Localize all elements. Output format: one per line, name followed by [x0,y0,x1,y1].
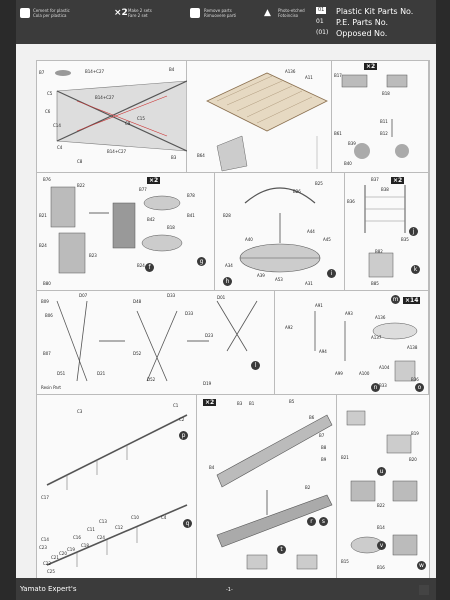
cement-icon [20,8,30,18]
deck-drawing [206,72,328,172]
pe-drawing [346,410,418,556]
panel-pe-assemblies: B19 B20 B21 B22 B14 B15 B16 u v w [337,395,429,579]
instruction-area: B7 B14+C27 C5 C6 B14+C27 C14 C15 C9 C4 B… [36,60,430,580]
step-marker: r [307,517,316,526]
parts-legend: 01 Plastic Kit Parts No. 01 P.E. Parts N… [316,7,436,40]
step-marker: p [179,431,188,440]
instruction-sheet: Cement for plastic Cola per plastica ×2 … [16,0,436,600]
header-block-3: Remove parts Rimuovere parti [204,8,237,18]
header-bar: Cement for plastic Cola per plastica ×2 … [16,0,436,44]
rails-drawing [46,414,188,567]
panel-hull-plates: ×2 B76 B21 B22 B24 B23 B80 B77 B78 B41 B… [37,173,215,291]
panel-ladders: ×2 B37 B38 B36 B35 B82 B85 j k [345,173,429,291]
legend-row: 01 Plastic Kit Parts No. [316,7,414,16]
panel-platform: B25 B26 B28 A40 A44 A45 A34 A39 A53 A31 … [215,173,345,291]
header-block-4: Photo-etched Fotoinciso [278,8,305,18]
panel-deck-grid: A136 A11 B64 [187,61,332,173]
step-marker: m [391,295,400,304]
footer-bar [16,578,436,600]
legend-row: (01) Opposed No. [316,29,388,38]
step-marker: f [145,263,154,272]
step-marker: v [377,541,386,550]
panel-hull-section: ×2 B3 B1 B5 B6 B7 B8 B9 B4 B2 r s t [197,395,337,579]
small-parts-drawing [314,311,418,382]
brand-name: Yamato Expert's [20,585,77,593]
step-marker: s [319,517,328,526]
make-two-badge: ×2 [391,177,405,184]
platform-drawing [239,187,321,273]
make-two-badge: ×2 [147,177,161,184]
make-fourteen-badge: ×14 [403,297,421,304]
panel-frame-assembly: B7 B14+C27 C5 C6 B14+C27 C14 C15 C9 C4 B… [37,61,187,173]
page-number: -1- [226,587,233,593]
step-marker: u [377,467,386,476]
make-2-sets-icon: ×2 [114,8,128,18]
step-marker: o [415,383,424,392]
header-block-1: Cement for plastic Cola per plastica [33,8,70,18]
make-two-badge: ×2 [364,63,378,70]
photo-etched-icon: ▲ [264,8,271,18]
step-marker: k [411,265,420,274]
corner-square [419,585,429,595]
plates-drawing [50,186,183,274]
legend-row: 01 P.E. Parts No. [316,18,389,27]
make-two-badge: ×2 [203,399,217,406]
fittings-drawing [341,74,409,159]
ladder-drawing [364,185,406,278]
step-marker: i [327,269,336,278]
step-marker: t [277,545,286,554]
tripod-drawing [56,300,258,382]
panel-tripod: B09 D07 D48 D33 D01 B06 D52 D23 B07 D51 … [37,291,275,395]
step-marker: w [417,561,426,570]
panel-rails: C3 C1 C2 C17 C13 C10 C4 C14 C11 C12 C16 … [37,395,197,579]
step-marker: l [251,361,260,370]
hull-section-drawing [216,414,333,570]
step-marker: h [223,277,232,286]
panel-fittings: ×2 B17 B18 B39 B40 B11 B12 B61 [332,61,429,173]
frame-drawing [55,70,187,152]
remove-parts-icon [190,8,200,18]
step-marker: n [371,383,380,392]
panel-small-parts: ×14 A91 A92 A93 A94 A99 A100 A104 A136 A… [275,291,429,395]
step-marker: q [183,519,192,528]
header-block-2: Make 2 sets Fare 2 set [128,8,152,18]
step-marker: g [197,257,206,266]
step-marker: j [409,227,418,236]
